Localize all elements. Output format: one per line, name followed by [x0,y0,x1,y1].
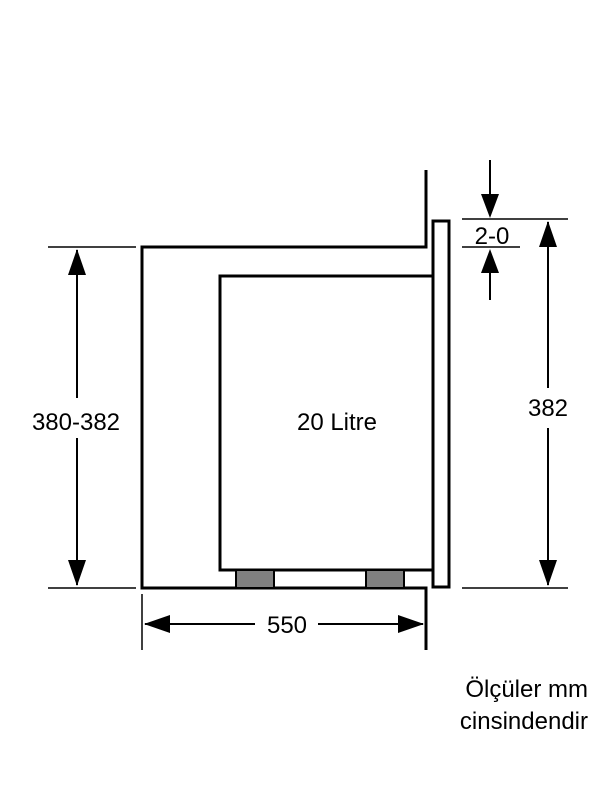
units-note-line2: cinsindendir [459,708,588,735]
units-note-line1: Ölçüler mm [465,676,588,703]
units-note: Ölçüler mm cinsindendir [328,674,588,738]
gap-label: 2-0 [475,223,510,250]
depth-label: 550 [267,612,307,639]
cavity-label: 20 Litre [297,409,377,436]
gap-dimension: 2-0 [462,160,520,300]
foot-left [235,569,275,589]
left-height-dimension: 380-382 [32,246,136,589]
niche-outline [140,170,428,650]
foot-right [365,569,405,589]
height-left-label: 380-382 [32,409,120,436]
height-right-label: 382 [528,395,568,422]
depth-dimension: 550 [141,594,424,650]
right-height-dimension: 382 [462,218,568,589]
appliance-body [218,274,433,572]
front-panel [431,219,451,589]
